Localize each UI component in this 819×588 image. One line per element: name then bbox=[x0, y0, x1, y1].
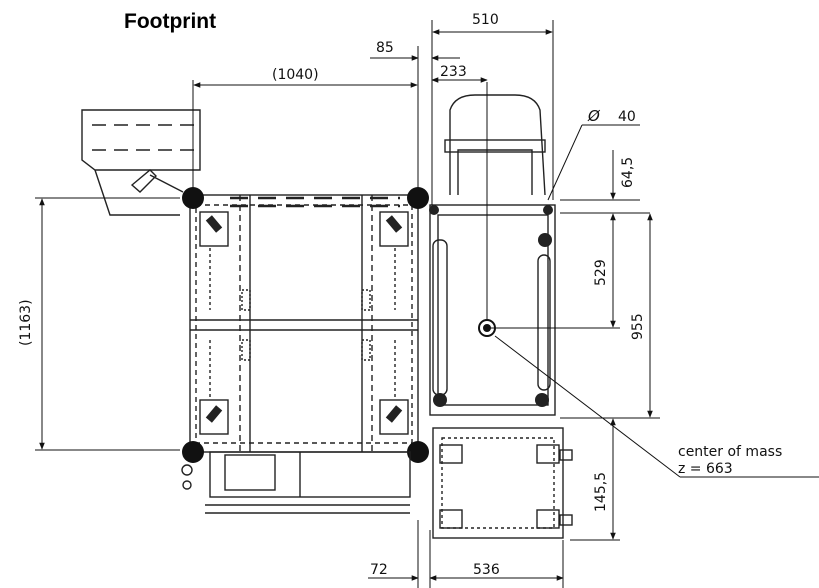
frame-casters bbox=[199, 211, 409, 435]
dim-145-5: 145,5 bbox=[593, 472, 609, 512]
dim-955: 955 bbox=[630, 313, 646, 340]
dim-233: 233 bbox=[440, 64, 467, 80]
center-of-mass-label: center of mass bbox=[678, 444, 782, 460]
dim-64-5: 64,5 bbox=[620, 157, 636, 188]
base-unit bbox=[181, 451, 411, 514]
dim-1163: (1163) bbox=[18, 299, 34, 346]
drawing-title: Footprint bbox=[124, 10, 217, 33]
dimension-lines bbox=[35, 20, 819, 588]
dim-536: 536 bbox=[473, 562, 500, 578]
cart-wheels bbox=[429, 205, 553, 407]
dim-1040: (1040) bbox=[272, 67, 319, 83]
main-frame bbox=[189, 194, 419, 453]
dim-diameter-40: 40 bbox=[618, 109, 636, 125]
center-of-mass-z: z = 663 bbox=[678, 461, 733, 477]
dim-85: 85 bbox=[376, 40, 394, 56]
waste-bin bbox=[81, 109, 201, 216]
frame-feet bbox=[182, 187, 429, 463]
dim-529: 529 bbox=[593, 259, 609, 286]
dim-72: 72 bbox=[370, 562, 388, 578]
robot-cart bbox=[429, 94, 573, 539]
dim-510: 510 bbox=[472, 12, 499, 28]
diameter-symbol: Ø bbox=[587, 107, 601, 125]
center-of-mass-marker bbox=[478, 82, 496, 337]
